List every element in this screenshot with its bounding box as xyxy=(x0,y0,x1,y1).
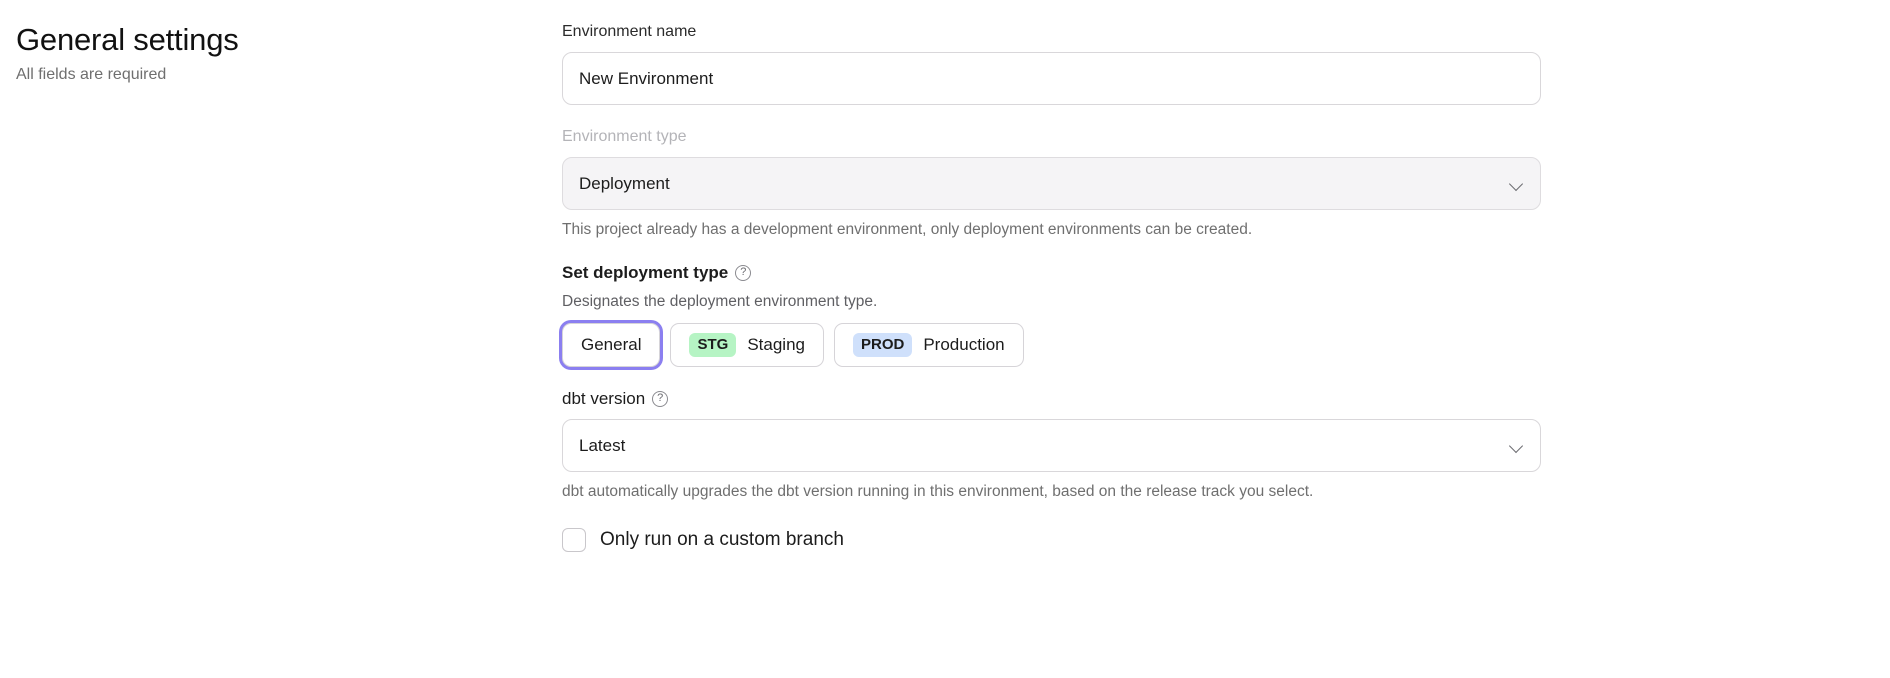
dbt-version-helper-text: dbt automatically upgrades the dbt versi… xyxy=(562,483,1314,500)
deployment-type-option-staging[interactable]: STG Staging xyxy=(670,323,824,367)
deployment-type-heading: Set deployment type ? xyxy=(562,261,1862,285)
chevron-down-icon xyxy=(1510,177,1524,191)
deployment-type-description: Designates the deployment environment ty… xyxy=(562,293,878,310)
custom-branch-checkbox[interactable] xyxy=(562,528,586,552)
environment-type-helper-text: This project already has a development e… xyxy=(562,221,1253,238)
production-badge: PROD xyxy=(853,333,913,357)
environment-type-value: Deployment xyxy=(579,173,670,193)
environment-name-label: Environment name xyxy=(562,23,697,40)
environment-name-input[interactable] xyxy=(562,52,1541,105)
custom-branch-label[interactable]: Only run on a custom branch xyxy=(600,529,844,550)
question-circle-icon[interactable]: ? xyxy=(735,265,752,281)
deployment-type-option-production[interactable]: PROD Production xyxy=(834,323,1024,367)
page-title: General settings xyxy=(16,22,239,57)
question-circle-icon[interactable]: ? xyxy=(652,391,669,407)
deployment-type-options: General STG Staging PROD Production xyxy=(562,323,1862,367)
deployment-type-field: Set deployment type ? Designates the dep… xyxy=(562,261,1862,367)
deployment-type-option-staging-label: Staging xyxy=(747,335,805,354)
environment-type-label: Environment type xyxy=(562,128,687,145)
staging-badge: STG xyxy=(689,333,737,357)
custom-branch-field: Only run on a custom branch xyxy=(562,527,1862,553)
chevron-down-icon xyxy=(1510,439,1524,453)
dbt-version-select[interactable]: Latest xyxy=(562,419,1541,472)
deployment-type-option-production-label: Production xyxy=(923,335,1005,354)
dbt-version-heading: dbt version ? xyxy=(562,387,1862,411)
dbt-version-value: Latest xyxy=(579,435,626,455)
dbt-version-field: dbt version ? Latest dbt automatically u… xyxy=(562,387,1862,503)
environment-name-field: Environment name xyxy=(562,20,1862,105)
dbt-version-label: dbt version xyxy=(562,389,646,408)
deployment-type-title: Set deployment type xyxy=(562,263,729,282)
environment-type-select[interactable]: Deployment xyxy=(562,157,1541,210)
deployment-type-option-general-label: General xyxy=(581,335,642,354)
environment-type-field: Environment type Deployment This project… xyxy=(562,125,1862,241)
settings-description-column: General settings All fields are required xyxy=(0,14,562,678)
page-subtitle: All fields are required xyxy=(16,66,167,83)
settings-form-column: Environment name Environment type Deploy… xyxy=(562,14,1890,678)
deployment-type-option-general[interactable]: General xyxy=(562,323,661,367)
